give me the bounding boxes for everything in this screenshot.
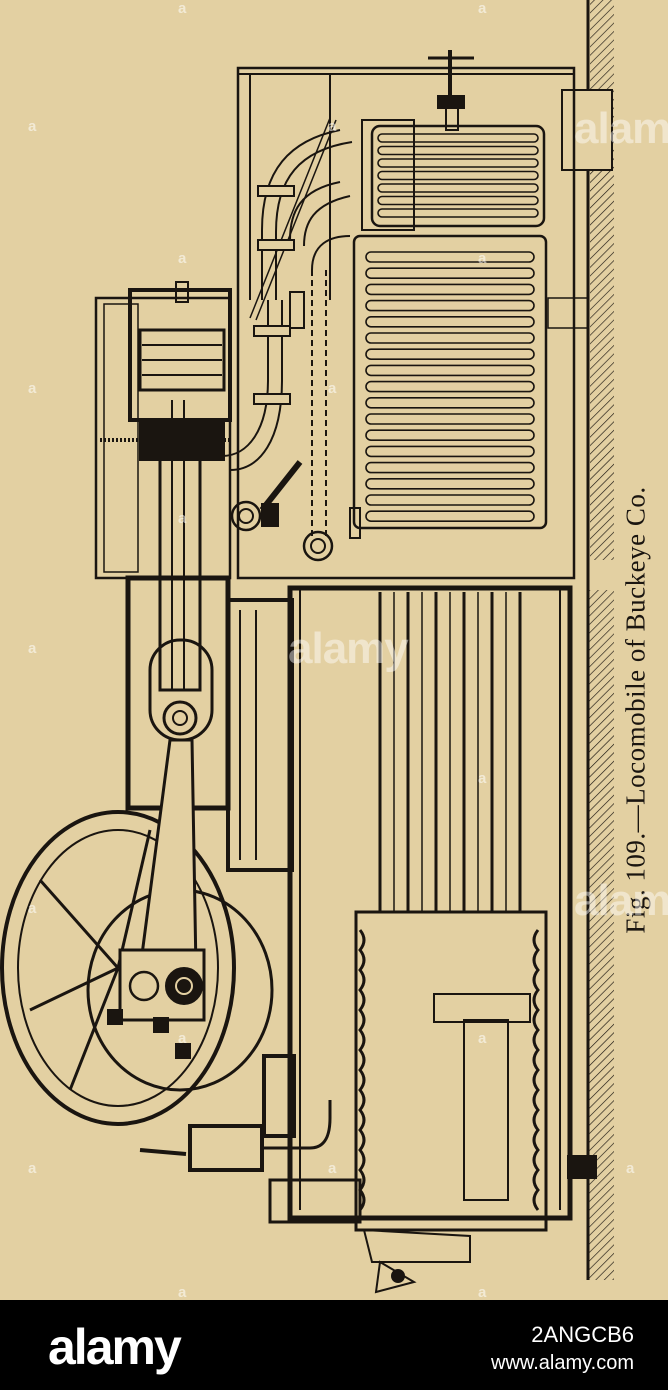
tube-coil <box>365 494 535 506</box>
watermark-logo-icon: a <box>478 0 487 17</box>
tube-coil <box>365 364 535 377</box>
tube-coil <box>377 133 539 143</box>
foundation-ground <box>561 0 614 1280</box>
book-page-scan: Fig. 109.—Locomobile of Buckeye Co. alam… <box>0 0 668 1300</box>
tube-coil <box>365 445 535 458</box>
watermark-logo-icon: a <box>28 640 37 657</box>
watermark-logo-icon: a <box>478 1284 487 1300</box>
watermark-logo-icon: a <box>478 770 487 787</box>
upper-tube-nest <box>361 119 546 231</box>
watermark-logo-icon: a <box>328 118 337 135</box>
tube-coil <box>377 195 539 206</box>
tube-coil <box>365 429 535 442</box>
watermark-text: alamy <box>288 624 409 673</box>
tube-coil <box>377 145 539 156</box>
exhaust-elbow <box>139 1054 362 1224</box>
heater-tube-coils <box>365 251 535 523</box>
boiler-shell <box>226 585 573 1221</box>
tube-coil <box>365 380 535 393</box>
site-url-label: www.alamy.com <box>491 1352 634 1374</box>
tube-coil <box>365 510 535 523</box>
condenser-frame <box>236 50 576 580</box>
tube-coil <box>365 299 535 312</box>
upper-tube-coils <box>377 133 539 218</box>
watermark-logo-icon: a <box>178 0 187 17</box>
watermark-logo-icon: a <box>28 118 37 135</box>
watermark-logo-icon: a <box>28 1160 37 1177</box>
watermark-logo-icon: a <box>178 1030 187 1047</box>
watermark-text: alamy <box>574 104 668 153</box>
tube-coil <box>365 267 535 280</box>
tube-coil <box>377 158 539 168</box>
fire-tubes <box>378 592 522 912</box>
tube-coil <box>365 348 535 361</box>
watermark-text: alamy <box>574 876 668 925</box>
cylinder-housing <box>94 281 232 580</box>
steam-pipes <box>221 117 589 540</box>
heater-tube-nest <box>352 234 548 530</box>
watermark-logo-icon: a <box>178 510 187 527</box>
watermark-logo-icon: a <box>328 1160 337 1177</box>
tube-coil <box>365 283 535 296</box>
check-valves <box>230 460 361 562</box>
flywheel <box>0 810 274 1126</box>
connecting-rod <box>107 738 206 1059</box>
tube-coil <box>365 251 535 263</box>
watermark-logo-icon: a <box>28 380 37 397</box>
watermark-logo-icon: a <box>626 1160 635 1177</box>
image-id-label: 2ANGCB6 <box>531 1322 634 1347</box>
locomobile-engine-drawing <box>0 0 614 1294</box>
tube-coil <box>377 183 539 193</box>
tube-coil <box>365 461 535 474</box>
watermark-logo-icon: a <box>178 250 187 267</box>
figure-caption: Fig. 109.—Locomobile of Buckeye Co. <box>620 486 651 934</box>
tube-coil <box>365 477 535 490</box>
watermark-logo-icon: a <box>28 900 37 917</box>
stock-footer-bar: alamy 2ANGCB6 www.alamy.com <box>0 1300 668 1390</box>
footer-brand-logo: alamy <box>48 1319 182 1375</box>
tube-coil <box>365 332 535 344</box>
watermark-logo-icon: a <box>478 250 487 267</box>
tube-coil <box>377 170 539 181</box>
watermark-logo-icon: a <box>178 1284 187 1300</box>
tube-coil <box>365 315 535 328</box>
firebox <box>354 910 597 1294</box>
tube-coil <box>377 208 539 218</box>
tube-coil <box>365 413 535 425</box>
watermark-logo-icon: a <box>328 380 337 397</box>
watermark-logo-icon: a <box>478 1030 487 1047</box>
tube-coil <box>365 396 535 409</box>
